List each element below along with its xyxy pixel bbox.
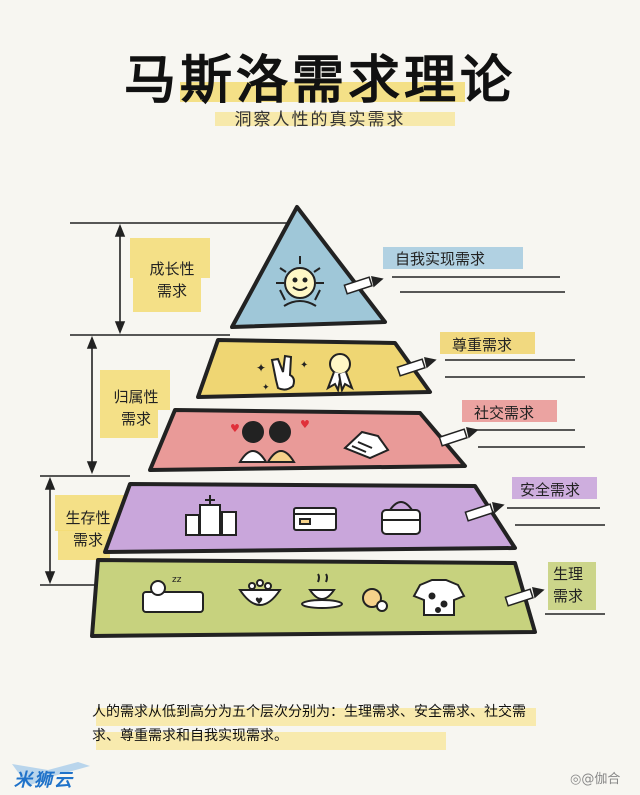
right-lines — [392, 276, 605, 615]
bracket-lines — [40, 222, 290, 586]
hot-drink-icon — [301, 573, 343, 609]
stars-icon: ✦ ✦ ✦ — [256, 360, 308, 393]
clothing-icon — [412, 579, 466, 616]
survival-highlight-2 — [58, 530, 110, 560]
title-highlight — [180, 82, 465, 102]
subtitle-highlight — [215, 112, 455, 126]
svg-text:♥: ♥ — [255, 597, 263, 607]
footer-highlight — [96, 708, 536, 726]
growth-highlight — [130, 238, 210, 278]
svg-text:✦: ✦ — [256, 361, 266, 375]
watermark: ◎@伽合 — [570, 772, 621, 787]
pencil-icon — [504, 587, 545, 607]
svg-text:✦: ✦ — [300, 360, 308, 371]
level-4-shape — [196, 338, 432, 399]
level-label-physiological: 生理 需求 — [553, 565, 584, 605]
growth-highlight-2 — [133, 278, 201, 312]
belonging-highlight-2 — [100, 410, 158, 438]
level-label-social: 社交需求 — [474, 404, 535, 422]
group-label-growth: 成长性 需求 — [149, 260, 195, 300]
couple-icon — [238, 421, 296, 463]
belonging-highlight — [100, 370, 170, 410]
sun-face-icon — [276, 256, 324, 307]
logo-text: 米狮云 — [14, 770, 74, 791]
handshake-icon — [343, 430, 390, 460]
food-bowl-icon: ♥ — [238, 579, 282, 607]
esteem-highlight — [440, 332, 535, 354]
svg-text:✦: ✦ — [262, 383, 270, 393]
svg-text:♥: ♥ — [230, 422, 240, 435]
level-label-esteem: 尊重需求 — [452, 336, 513, 354]
logo-plane-icon — [12, 762, 90, 786]
social-highlight — [462, 400, 557, 422]
hospital-icon — [185, 495, 237, 536]
level-5-shape — [230, 205, 387, 329]
hearts-icon: ♥ ♥ — [230, 418, 310, 435]
fruit-icon — [362, 588, 388, 612]
level-label-safety: 安全需求 — [520, 481, 581, 499]
group-label-survival: 生存性 需求 — [65, 509, 111, 549]
pencil-arrows — [343, 276, 545, 607]
footer-highlight-2 — [96, 732, 446, 750]
safety-highlight — [512, 477, 597, 499]
svg-text:♥: ♥ — [300, 418, 310, 431]
pencil-icon — [343, 276, 384, 295]
sleeping-person-icon: zz — [142, 575, 204, 613]
level-label-self-actualization: 自我实现需求 — [395, 250, 486, 268]
physiological-highlight — [548, 562, 596, 610]
group-label-belonging: 归属性 需求 — [113, 388, 159, 428]
svg-text:zz: zz — [172, 575, 182, 585]
handbag-icon — [381, 501, 421, 535]
page-subtitle: 洞察人性的真实需求 — [234, 110, 406, 130]
page-title: 马斯洛需求理论 — [123, 51, 516, 111]
bank-card-icon — [293, 507, 337, 531]
victory-hand-icon — [270, 354, 295, 391]
pencil-icon — [396, 357, 437, 377]
self-actualization-highlight — [383, 247, 523, 269]
level-1-shape — [90, 558, 537, 638]
medal-icon — [326, 353, 354, 394]
footer-description: 人的需求从低到高分为五个层次分别为：生理需求、安全需求、社交需求、尊重需求和自我… — [92, 704, 526, 744]
pencil-icon — [464, 502, 505, 522]
level-3-shape — [148, 408, 467, 472]
